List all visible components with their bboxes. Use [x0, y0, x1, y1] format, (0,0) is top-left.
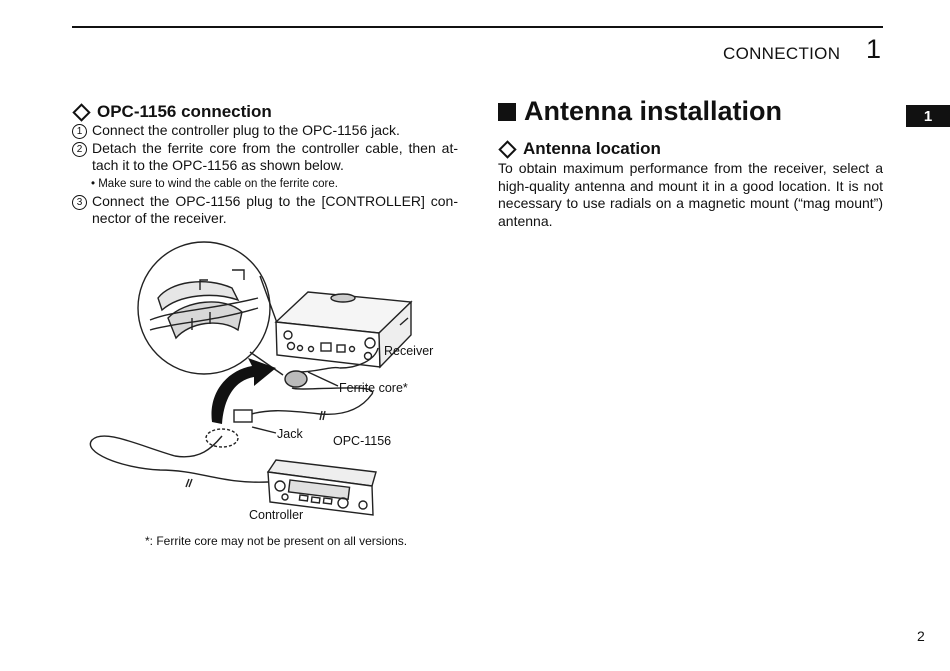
- opc-connection-heading: OPC-1156 connection: [72, 102, 272, 122]
- zoom-line-bottom: [249, 351, 284, 376]
- antenna-location-paragraph: To obtain maximum performance from the r…: [498, 160, 883, 229]
- step-number-icon: 3: [72, 194, 87, 210]
- jack-label: Jack: [277, 427, 303, 441]
- step-number-icon: 1: [72, 124, 87, 139]
- step-1: 1 Connect the controller plug to the OPC…: [72, 122, 458, 140]
- controller-cable: [89, 435, 269, 483]
- ferrite-core-dashed: [205, 428, 239, 448]
- ferrite-footnote: *: Ferrite core may not be present on al…: [145, 534, 408, 548]
- step-text: Connect the OPC-1156 plug to the [CONTRO…: [92, 192, 458, 227]
- ferrite-core-on-cable: [284, 370, 308, 388]
- chapter-number: 1: [866, 34, 882, 64]
- chapter-tab: 1: [906, 105, 950, 127]
- opc-cable: [237, 387, 373, 419]
- step-2: 2 Detach the ferrite core from the contr…: [72, 140, 458, 175]
- diamond-bullet-icon: [498, 139, 517, 159]
- ferrite-closeup-illustration: [149, 269, 259, 340]
- opc-steps-list: 1 Connect the controller plug to the OPC…: [72, 122, 458, 228]
- step-text: Detach the ferrite core from the control…: [92, 139, 458, 174]
- receiver-illustration: [274, 291, 413, 369]
- ferrite-note: • Make sure to wind the cable on the fer…: [91, 177, 338, 190]
- antenna-location-text: Antenna location: [523, 139, 661, 158]
- antenna-installation-heading: Antenna installation: [498, 96, 782, 127]
- ferrite-leader: [307, 371, 339, 387]
- step-text: Connect the controller plug to the OPC-1…: [92, 122, 400, 138]
- opc-label: OPC-1156: [333, 434, 392, 448]
- receiver-cable: [297, 347, 379, 373]
- controller-illustration: [266, 459, 377, 516]
- controller-label: Controller: [249, 508, 304, 522]
- jack-leader: [251, 426, 277, 434]
- antenna-location-heading: Antenna location: [498, 139, 661, 159]
- opc-heading-text: OPC-1156 connection: [97, 102, 272, 121]
- square-bullet-icon: [498, 102, 516, 121]
- ferrite-core-label: Ferrite core*: [339, 381, 408, 395]
- receiver-label: Receiver: [384, 344, 434, 358]
- header-rule: [72, 26, 883, 28]
- step-3: 3 Connect the OPC-1156 plug to the [CONT…: [72, 193, 458, 228]
- move-arrow-icon: [211, 358, 276, 424]
- step-number-icon: 2: [72, 141, 87, 157]
- jack-connector: [233, 409, 253, 423]
- antenna-title-text: Antenna installation: [524, 96, 783, 126]
- page-number: 2: [917, 628, 925, 644]
- section-title: CONNECTION: [723, 44, 841, 63]
